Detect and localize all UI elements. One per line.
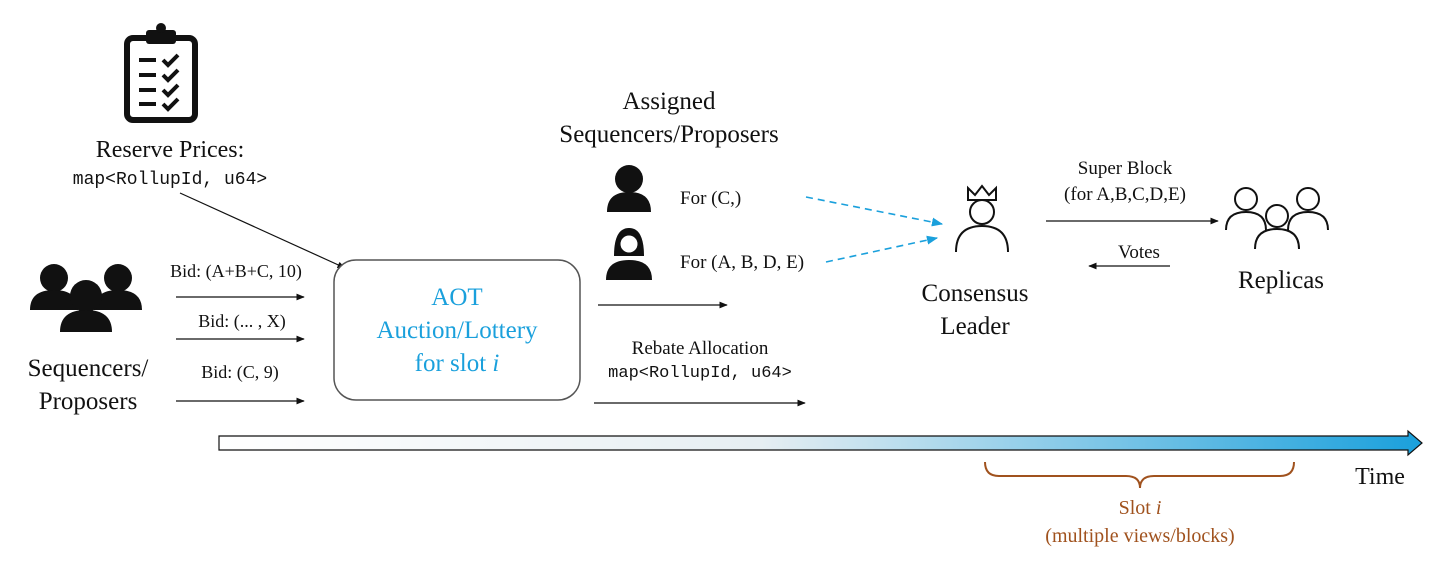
auction-line2: Auction/Lottery (376, 317, 538, 344)
reserve-to-auction-arrow (179, 192, 346, 269)
super-block-line2: (for A,B,C,D,E) (1064, 184, 1186, 205)
slot-line2: (multiple views/blocks) (1045, 525, 1234, 547)
bid-label-2: Bid: (... , X) (198, 311, 286, 332)
slot-var: i (1156, 497, 1162, 519)
proposer-label-2: For (A, B, D, E) (680, 252, 804, 273)
auction-line3: for slot i (415, 350, 500, 377)
bid-label-1: Bid: (A+B+C, 10) (170, 261, 302, 282)
super-block-line1: Super Block (1078, 158, 1173, 179)
auction-line3-prefix: for slot (415, 350, 493, 377)
crowned-person-icon (955, 184, 1009, 253)
clipboard-checklist-icon (124, 23, 198, 123)
sequencers-label-line2: Proposers (39, 388, 138, 415)
three-people-outline-icon (1225, 187, 1329, 250)
leader-line1: Consensus (922, 280, 1029, 307)
auction-line1: AOT (431, 284, 482, 311)
reserve-prices-label: Reserve Prices: (96, 137, 245, 163)
timeline-arrow (218, 429, 1423, 457)
time-label: Time (1355, 464, 1405, 490)
slot-brace (984, 461, 1295, 489)
slot-line1: Slot i (1119, 497, 1162, 519)
replicas-label: Replicas (1238, 267, 1324, 294)
proposer-2-to-leader-arrow (825, 235, 939, 263)
person-icon (607, 165, 651, 212)
reserve-prices-type: map<RollupId, u64> (73, 170, 267, 190)
sequencers-label-line1: Sequencers/ (28, 355, 149, 382)
bid-label-3: Bid: (C, 9) (201, 362, 279, 383)
proposer-label-1: For (C,) (680, 188, 741, 209)
votes-label: Votes (1118, 242, 1160, 263)
assigned-title-line1: Assigned (622, 88, 716, 115)
group-of-people-icon (30, 264, 142, 332)
woman-icon (606, 228, 652, 280)
leader-line2: Leader (940, 313, 1010, 340)
proposer-1-to-leader-arrow (805, 196, 944, 227)
auction-box (333, 259, 581, 401)
rebate-label: Rebate Allocation (632, 338, 769, 359)
slot-line1-prefix: Slot (1119, 497, 1156, 519)
auction-slot-var: i (492, 350, 499, 377)
assigned-title-line2: Sequencers/Proposers (559, 121, 778, 148)
rebate-type: map<RollupId, u64> (608, 364, 792, 383)
